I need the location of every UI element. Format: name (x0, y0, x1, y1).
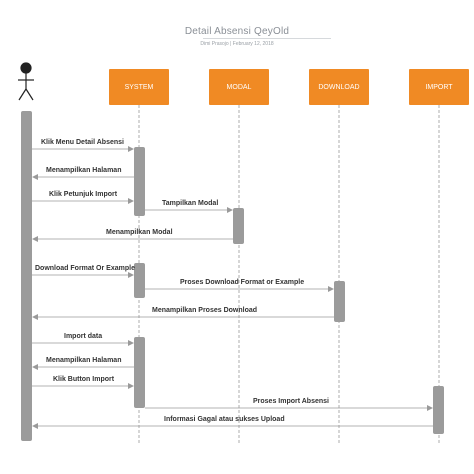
message-label-10: Menampilkan Halaman (46, 357, 121, 364)
system-activation-3 (134, 337, 145, 408)
message-label-12: Proses Import Absensi (253, 398, 329, 405)
system-activation-2 (134, 263, 145, 298)
message-label-3: Klik Petunjuk Import (49, 191, 118, 198)
lifeline-box-import: IMPORT (409, 69, 469, 105)
title-divider (203, 38, 331, 39)
message-label-9: Import data (64, 333, 102, 340)
message-label-1: Klik Menu Detail Absensi (41, 139, 124, 146)
lifeline-box-system: SYSTEM (109, 69, 169, 105)
message-label-13: Informasi Gagal atau sukses Upload (164, 416, 285, 423)
message-label-11: Klik Button Import (53, 376, 115, 383)
lifeline-box-modal: MODAL (209, 69, 269, 105)
modal-activation (233, 208, 244, 244)
system-activation-1 (134, 147, 145, 216)
download-activation (334, 281, 345, 322)
actor-activation (21, 111, 32, 441)
lifeline-box-download: DOWNLOAD (309, 69, 369, 105)
message-label-5: Menampilkan Modal (106, 229, 173, 236)
stick-figure-icon (18, 62, 34, 101)
message-label-2: Menampilkan Halaman (46, 167, 121, 174)
diagram-subtitle: Dimi Prasojo | February 12, 2018 (200, 41, 274, 47)
message-label-6: Download Format Or Example (35, 265, 135, 272)
message-label-7: Proses Download Format or Example (180, 279, 304, 286)
import-activation (433, 386, 444, 434)
message-label-4: Tampilkan Modal (162, 200, 218, 207)
message-label-8: Menampilkan Proses Download (152, 307, 257, 314)
diagram-title: Detail Absensi QeyOld (184, 26, 290, 37)
